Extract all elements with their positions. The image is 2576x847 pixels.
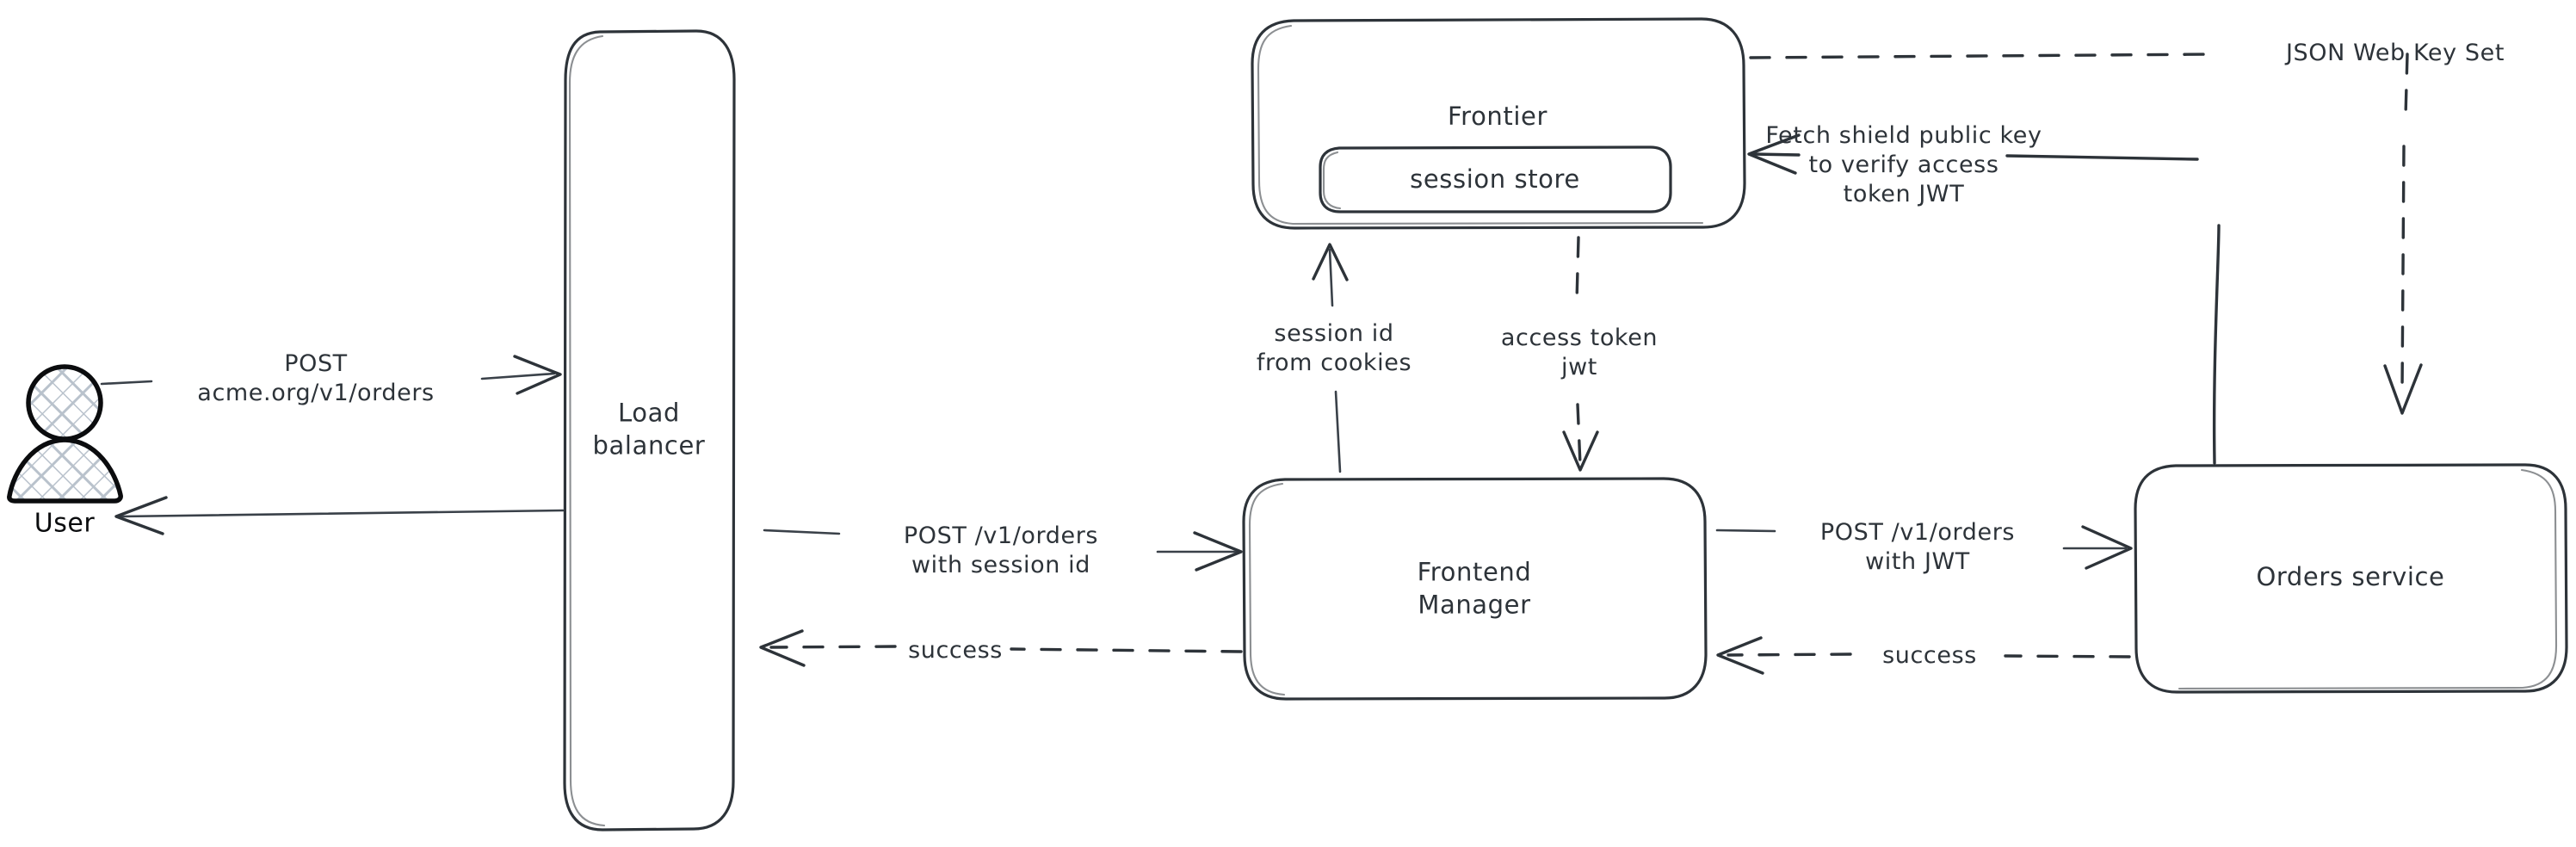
node-frontier-label: Frontier xyxy=(1448,102,1547,132)
edge-fm-to-frontier xyxy=(1312,243,1349,473)
node-load-balancer[interactable] xyxy=(563,29,736,832)
edge-lb-to-user xyxy=(114,496,565,535)
node-session-store[interactable] xyxy=(1319,145,1672,213)
edge-orders-to-frontier xyxy=(1747,133,2221,465)
node-frontier[interactable] xyxy=(1251,17,1746,230)
node-orders-service-label: Orders service xyxy=(2256,562,2445,592)
edge-frontier-to-orders xyxy=(1749,53,2423,415)
actor-user-label: User xyxy=(34,508,96,539)
edge-frontier-to-fm xyxy=(1562,236,1599,472)
node-frontend-manager-label: Frontend Manager xyxy=(1417,557,1532,619)
edge-fm-to-orders xyxy=(1715,525,2133,570)
edge-lb-to-fm xyxy=(763,529,1243,572)
actor-user xyxy=(7,364,123,504)
edge-fm-to-lb xyxy=(759,629,1243,667)
node-load-balancer-label: Load balancer xyxy=(592,398,706,460)
edge-user-to-lb xyxy=(100,355,562,395)
edge-orders-to-fm xyxy=(1716,636,2131,675)
node-frontend-manager[interactable] xyxy=(1242,477,1708,701)
node-session-store-label: session store xyxy=(1410,164,1580,195)
node-orders-service[interactable] xyxy=(2134,463,2568,694)
